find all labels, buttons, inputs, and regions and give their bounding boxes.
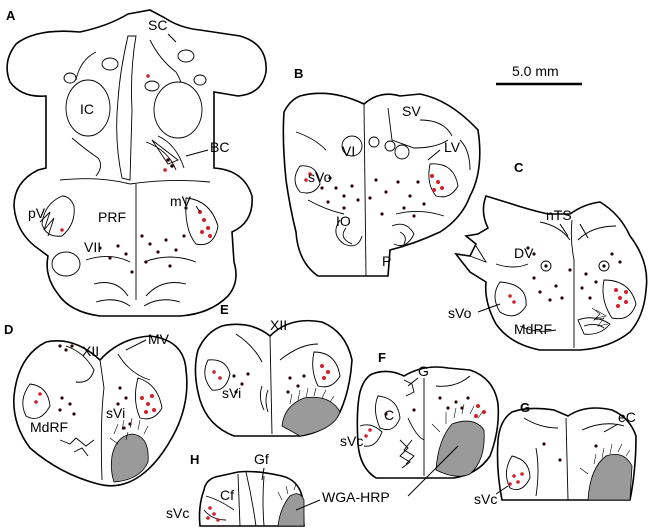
panel-c-label-dots xyxy=(508,246,628,308)
region-mdrf-c-label: MdRF xyxy=(514,321,552,337)
region-gf-label: Gf xyxy=(254,451,269,467)
region-svo-b-label: sVo xyxy=(308,169,332,185)
scale-bar-label: 5.0 mm xyxy=(512,63,559,79)
panel-h-label: H xyxy=(190,452,199,467)
scale-bar: 5.0 mm xyxy=(496,63,582,86)
tracer-annotation: WGA-HRP xyxy=(295,445,459,511)
panel-e: E XII sVi xyxy=(194,302,353,437)
panel-d-label: D xyxy=(4,322,13,337)
region-ec-label: eC xyxy=(618,409,636,425)
panel-c: C nTS DV sVo MdRF xyxy=(448,160,648,351)
region-cf-label: Cf xyxy=(220,487,234,503)
region-sc-label: SC xyxy=(148,17,167,33)
region-prf-label: PRF xyxy=(98,209,126,225)
region-svi-d-label: sVi xyxy=(106,405,125,421)
region-mdrf-d-label: MdRF xyxy=(30,419,68,435)
panel-c-label: C xyxy=(514,160,524,175)
region-svc-f-label: sVc xyxy=(340,433,363,449)
region-vi-label: VI xyxy=(342,143,355,159)
tracer-label: WGA-HRP xyxy=(322,489,390,505)
panel-e-label: E xyxy=(220,302,229,317)
region-sv-label: SV xyxy=(402,103,421,119)
region-dv-label: DV xyxy=(514,245,534,261)
panel-a-label-dots xyxy=(60,74,212,274)
region-mv-label: mV xyxy=(170,193,192,209)
region-svc-g-label: sVc xyxy=(474,491,497,507)
panel-b: B SV VI LV sVo IO P xyxy=(282,66,481,277)
panel-e-label-dots xyxy=(212,364,330,394)
region-mv-d-label: MV xyxy=(148,331,170,347)
region-svo-c-label: sVo xyxy=(448,305,472,321)
region-nts-label: nTS xyxy=(546,207,572,223)
region-p-label: P xyxy=(382,253,391,269)
panel-h-label-dots xyxy=(206,506,220,522)
region-io-label: IO xyxy=(336,213,351,229)
region-pv-label: pV xyxy=(28,205,46,221)
region-svi-e-label: sVi xyxy=(222,385,241,401)
region-c-label: C xyxy=(384,407,394,423)
region-svc-h-label: sVc xyxy=(166,505,189,521)
panel-d: D XII MV MdRF sVi xyxy=(4,322,188,487)
region-xii-d-label: XII xyxy=(82,343,99,359)
panel-b-label-dots xyxy=(304,172,444,218)
region-vii-label: VII xyxy=(84,239,101,255)
region-bc-label: BC xyxy=(210,139,229,155)
panel-d-label-dots xyxy=(34,344,156,430)
panel-f: F G C sVc xyxy=(340,350,500,479)
panel-f-label: F xyxy=(378,350,386,365)
region-g-f-label: G xyxy=(418,363,429,379)
panel-f-label-dots xyxy=(364,396,486,438)
region-xii-e-label: XII xyxy=(270,317,287,333)
panel-g-label-dots xyxy=(508,442,598,486)
panel-a-label: A xyxy=(6,8,16,23)
panel-a: A SC IC BC pV PRF mV VII xyxy=(6,8,267,317)
region-lv-label: LV xyxy=(444,139,461,155)
panel-g: G eC sVc xyxy=(474,400,637,507)
panel-b-label: B xyxy=(294,66,303,81)
panel-h: H Gf Cf sVc xyxy=(166,451,305,527)
region-ic-label: IC xyxy=(80,101,94,117)
panel-g-label: G xyxy=(520,400,530,415)
